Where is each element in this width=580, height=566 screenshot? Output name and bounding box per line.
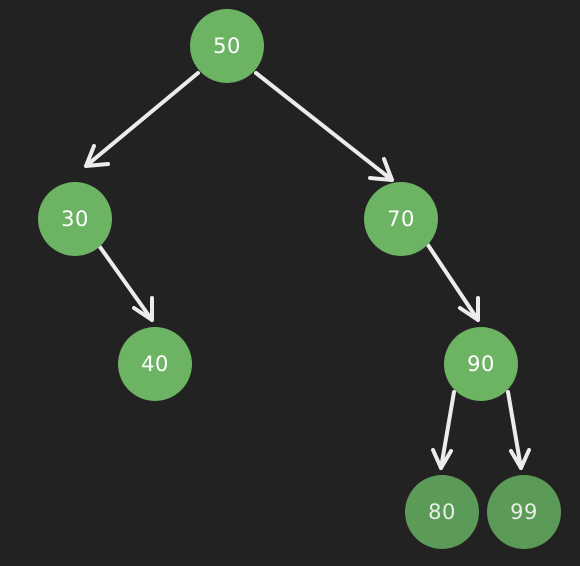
tree-node-90: 90 <box>444 327 518 401</box>
tree-node-80: 80 <box>405 475 479 549</box>
tree-node-99: 99 <box>487 475 561 549</box>
tree-node-50: 50 <box>190 9 264 83</box>
edge-90-80 <box>431 390 456 470</box>
tree-node-40: 40 <box>118 327 192 401</box>
edge-30-40 <box>98 245 154 322</box>
edge-90-99 <box>506 390 531 470</box>
edge-50-30 <box>84 71 200 168</box>
tree-node-30: 30 <box>38 182 112 256</box>
edge-70-90 <box>426 243 480 322</box>
edge-50-70 <box>254 71 394 182</box>
tree-node-70: 70 <box>364 182 438 256</box>
